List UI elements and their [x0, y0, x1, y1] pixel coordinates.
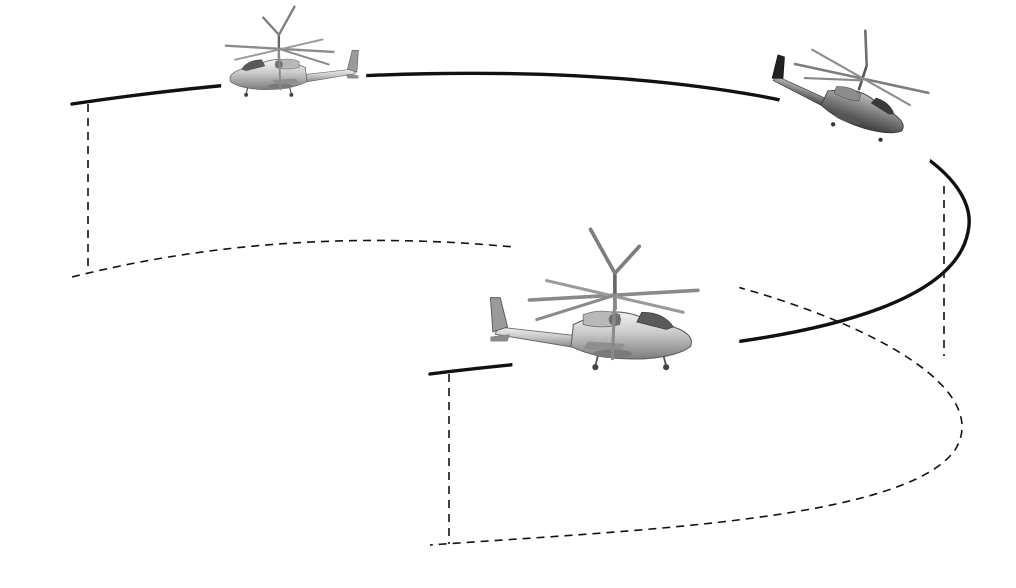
helicopter-icon: [488, 217, 740, 379]
helicopter-icon: [221, 2, 367, 102]
helicopter-icon: [771, 8, 963, 164]
ground-track-dashed-curve: [71, 239, 963, 546]
